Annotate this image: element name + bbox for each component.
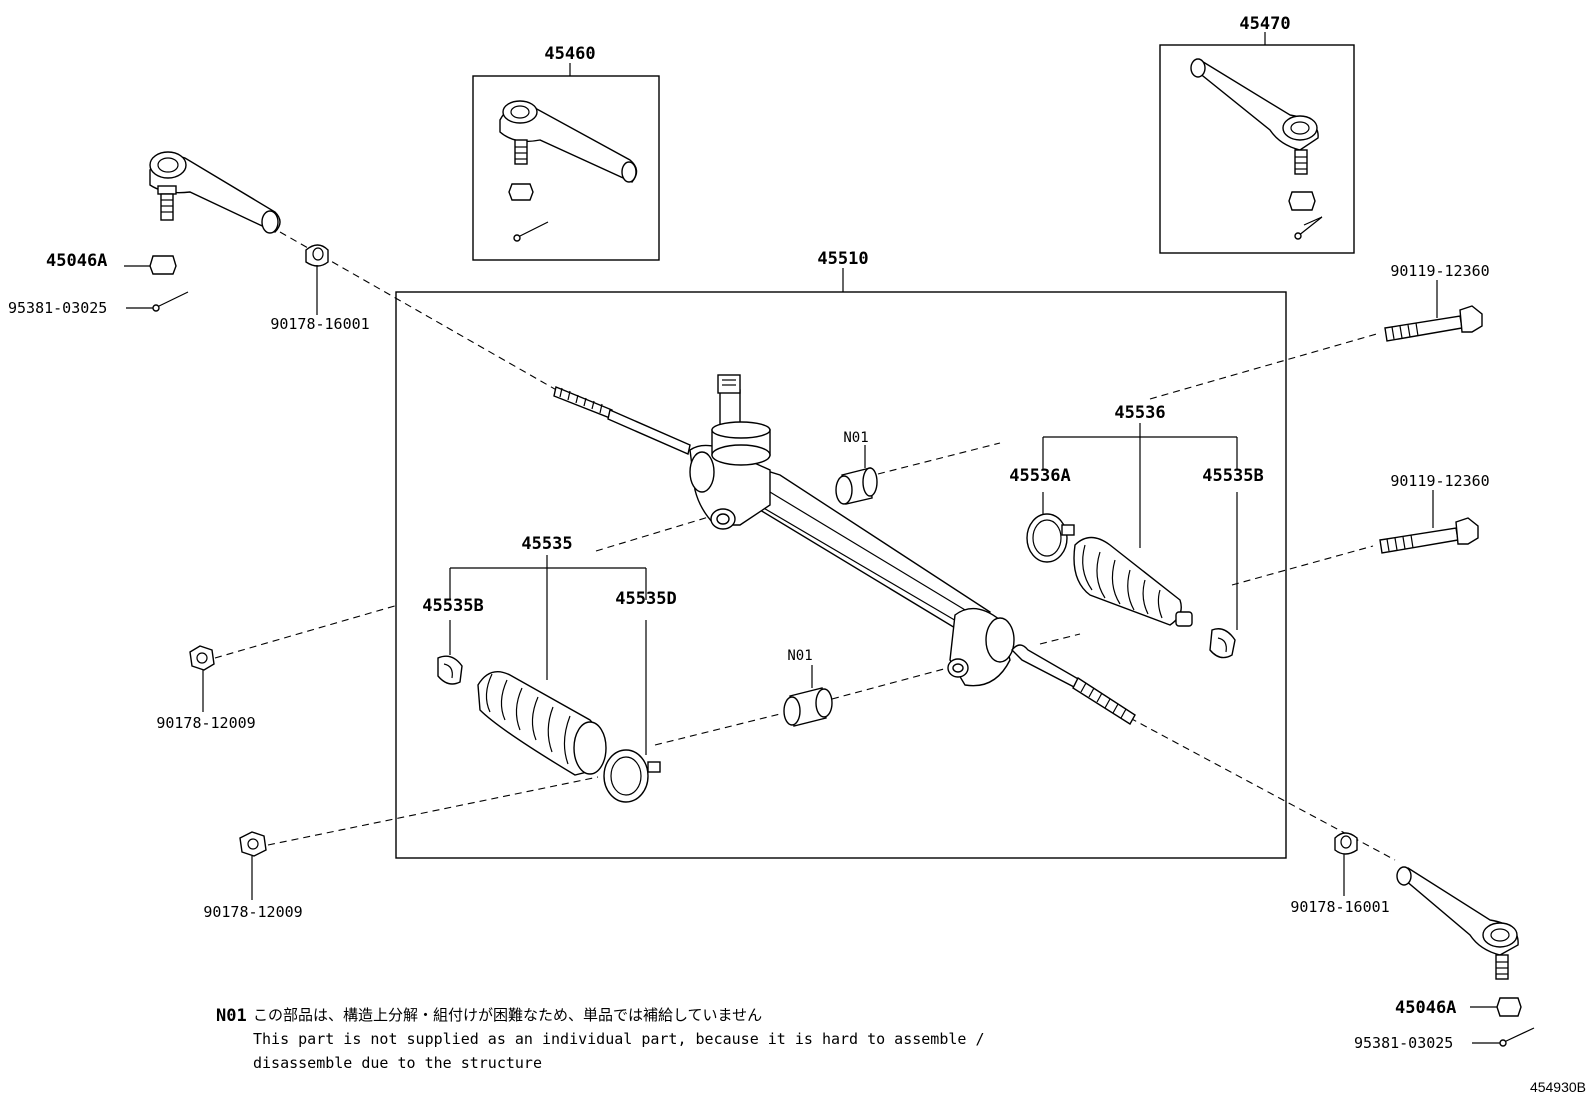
label-cotter-pin-right: 95381-03025 — [1354, 1034, 1453, 1052]
lock-nut-right — [1334, 832, 1358, 855]
bushing-lower — [783, 687, 833, 727]
nut-lower-1 — [189, 645, 215, 671]
tie-rod-end-box-left — [472, 75, 660, 261]
label-lock-nut-left: 90178-16001 — [270, 315, 369, 333]
bolt-lower — [1379, 517, 1479, 554]
cotter-pin-right — [1499, 1027, 1535, 1047]
label-cotter-pin-left: 95381-03025 — [8, 299, 107, 317]
bolt-upper — [1384, 305, 1483, 342]
nut-left — [149, 255, 177, 275]
label-boot-clip-left: 45535B — [422, 596, 483, 616]
bushing-upper — [835, 467, 878, 505]
boot-right — [1073, 536, 1193, 627]
label-nut-right: 45046A — [1395, 998, 1456, 1018]
label-n01-lower: N01 — [787, 648, 812, 664]
tie-rod-end-left — [149, 151, 281, 234]
label-boot-clip-right: 45535B — [1202, 466, 1263, 486]
label-boot-clamp-left: 45535D — [615, 589, 676, 609]
label-n01-upper: N01 — [843, 430, 868, 446]
label-boot-kit-right: 45536 — [1114, 403, 1165, 423]
label-nut-lower-2: 90178-12009 — [203, 903, 302, 921]
tie-rod-end-right — [1396, 866, 1519, 980]
boot-left — [477, 671, 607, 776]
note-english-line2: disassemble due to the structure — [253, 1054, 542, 1072]
label-lock-nut-right: 90178-16001 — [1290, 898, 1389, 916]
boot-clamp-left — [603, 749, 661, 803]
steering-rack — [553, 374, 1136, 725]
lock-nut-left — [305, 244, 329, 267]
label-rack-assembly: 45510 — [817, 249, 868, 269]
label-boot-clamp-right: 45536A — [1009, 466, 1070, 486]
boot-clip-right — [1209, 628, 1236, 659]
note-japanese: この部品は、構造上分解・組付けが困難なため、単品では補給していません — [253, 1006, 762, 1024]
tie-rod-end-left-box-part — [499, 100, 638, 242]
label-tie-rod-end-box-left: 45460 — [544, 44, 595, 64]
boot-clip-left — [437, 655, 463, 685]
cotter-pin-left — [152, 291, 189, 312]
nut-right — [1496, 997, 1522, 1017]
label-boot-kit-left: 45535 — [521, 534, 572, 554]
label-tie-rod-end-box-right: 45470 — [1239, 14, 1290, 34]
note-english-line1: This part is not supplied as an individu… — [253, 1030, 985, 1048]
boot-clamp-right — [1026, 513, 1075, 563]
label-bolt-lower: 90119-12360 — [1390, 472, 1489, 490]
nut-lower-2 — [239, 831, 267, 857]
figure-ref: 454930B — [1530, 1079, 1586, 1095]
label-bolt-upper: 90119-12360 — [1390, 262, 1489, 280]
tie-rod-end-box-right — [1159, 44, 1355, 254]
rack-assembly-box — [395, 291, 1287, 859]
label-nut-lower-1: 90178-12009 — [156, 714, 255, 732]
dashed-alignment-lines — [214, 231, 1396, 861]
tie-rod-end-right-box-part — [1190, 58, 1323, 240]
note-code: N01 — [216, 1006, 247, 1026]
label-nut-left: 45046A — [46, 251, 107, 271]
